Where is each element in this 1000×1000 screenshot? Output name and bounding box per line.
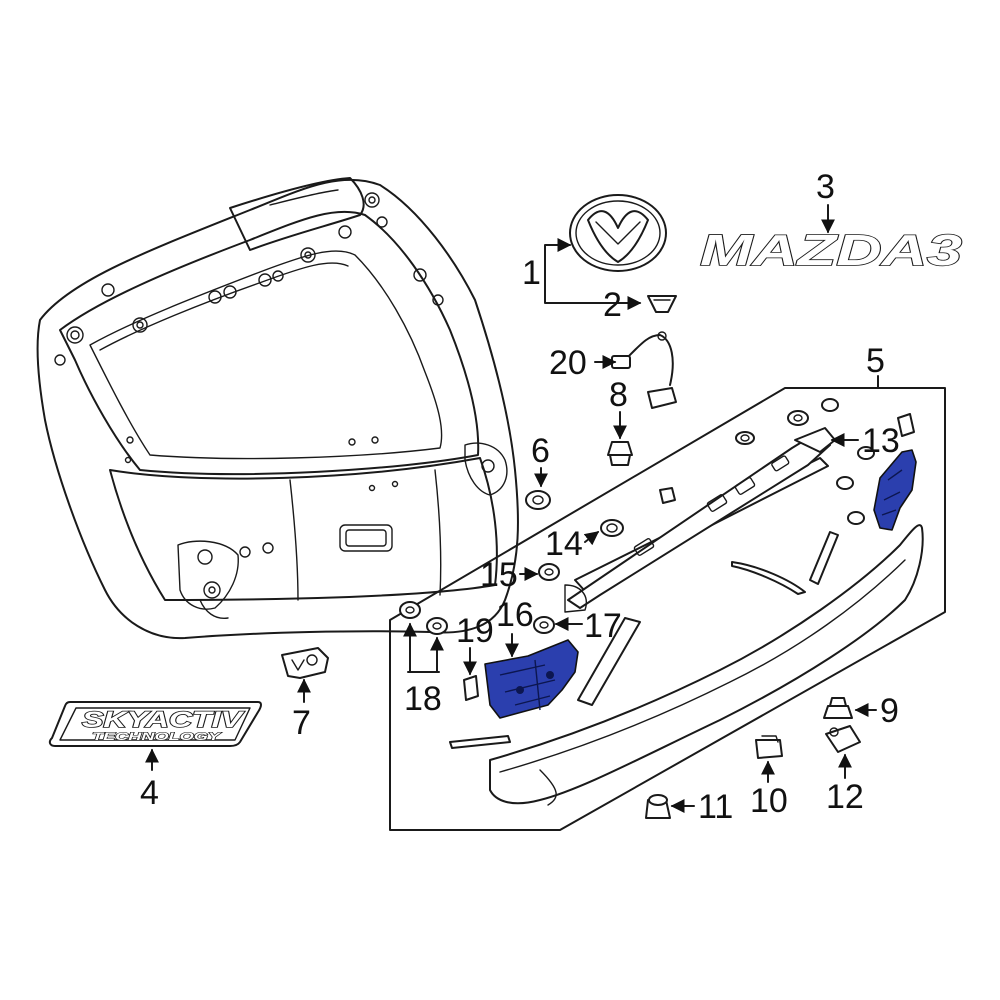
emblem-part-1 (569, 194, 667, 272)
fastener-part-9 (823, 697, 853, 719)
technology-badge-text: TECHNOLOGY (92, 731, 223, 743)
clip-part-10 (755, 735, 783, 759)
callout-4: 4 (140, 774, 159, 812)
callout-10: 10 (750, 782, 788, 820)
callout-6: 6 (531, 432, 550, 470)
mazda3-badge-part-3: MAZDA3 (699, 225, 963, 276)
fastener-part-18 (399, 601, 448, 635)
spoiler-part-5 (449, 398, 924, 806)
callout-2: 2 (603, 286, 622, 324)
callout-14: 14 (545, 525, 583, 563)
bracket-highlight-right (873, 449, 917, 531)
callout-12: 12 (826, 778, 864, 816)
callout-11: 11 (698, 788, 733, 826)
callout-16: 16 (496, 596, 534, 634)
callout-15: 15 (480, 556, 518, 594)
bolt-part-8 (607, 441, 633, 466)
fastener-part-17 (533, 616, 555, 634)
callout-7: 7 (292, 704, 311, 742)
clip-part-2 (647, 295, 677, 313)
mazda3-badge-text: MAZDA3 (700, 226, 962, 275)
callout-18: 18 (404, 680, 442, 718)
callout-3: 3 (816, 168, 835, 206)
fastener-part-15 (538, 563, 560, 581)
grommet-part-11 (645, 794, 671, 819)
callout-1: 1 (522, 254, 541, 292)
callout-17: 17 (584, 607, 622, 645)
callout-13: 13 (862, 422, 900, 460)
nut-part-6 (525, 490, 551, 510)
bracket-part-16 (484, 639, 579, 719)
pad-part-12 (825, 725, 861, 753)
bracket-part-7 (281, 647, 329, 679)
callout-20: 20 (549, 344, 587, 382)
skyactiv-badge-part-4: SKYACTIV TECHNOLOGY (48, 701, 262, 747)
callout-8: 8 (609, 376, 628, 414)
leader-lines (145, 204, 879, 813)
callout-5: 5 (866, 342, 885, 380)
spoiler-kit-box-part-5 (389, 387, 946, 831)
callout-9: 9 (880, 692, 899, 730)
callout-labels: 1 2 3 4 5 6 7 8 9 10 11 12 13 14 15 16 1… (140, 168, 900, 826)
callout-19: 19 (456, 612, 494, 650)
clip-part-19 (463, 675, 479, 701)
skyactiv-badge-text: SKYACTIV (82, 707, 245, 732)
liftgate (36, 177, 519, 640)
